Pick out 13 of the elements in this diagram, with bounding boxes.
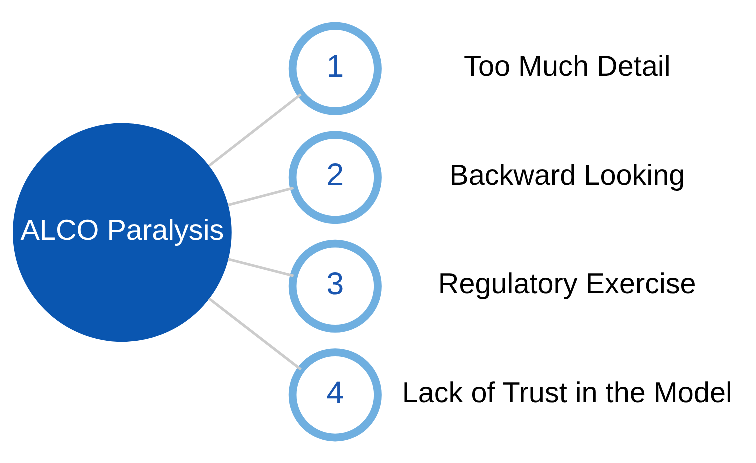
node-label: Lack of Trust in the Model	[402, 377, 732, 410]
node-circle: ALCO Paralysis	[13, 122, 232, 342]
connector	[208, 297, 302, 370]
node-circle: 2	[288, 130, 382, 224]
connector	[208, 92, 302, 167]
node-label: Too Much Detail	[464, 50, 671, 83]
node-circle: 4	[288, 348, 382, 442]
connector	[228, 258, 294, 277]
node-circle: 3	[288, 239, 382, 332]
node-label: Regulatory Exercise	[438, 268, 696, 300]
node-label: Backward Looking	[450, 159, 686, 192]
node-circle: 1	[288, 22, 382, 115]
connector	[228, 186, 294, 206]
